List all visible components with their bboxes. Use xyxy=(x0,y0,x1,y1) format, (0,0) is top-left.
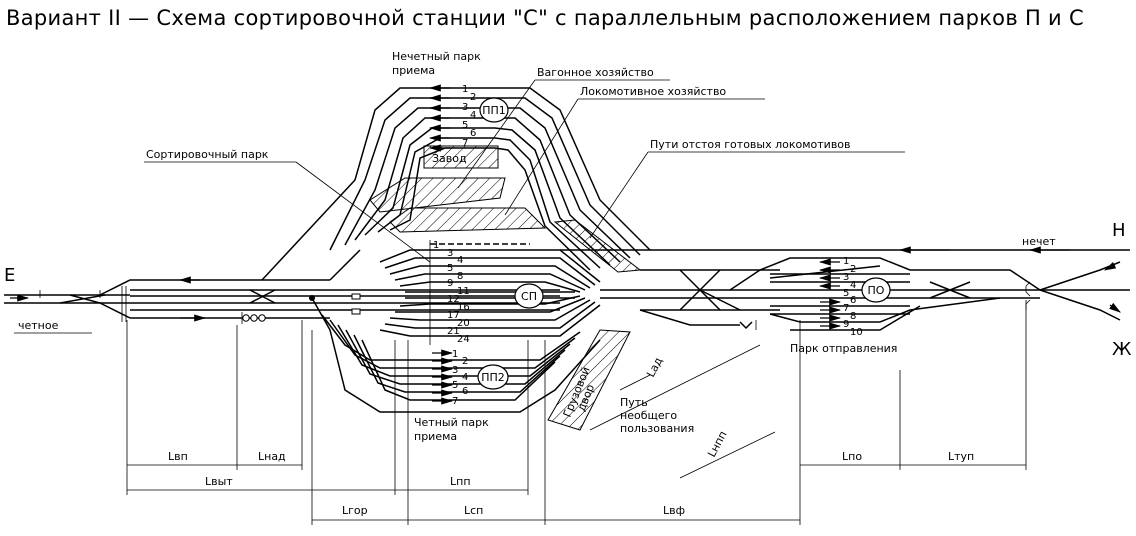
track-number-po-3: 3 xyxy=(843,272,849,283)
main-lines-left xyxy=(4,249,560,324)
point-zh-label: Ж xyxy=(1112,339,1132,360)
loco-facility-label: Локомотивное хозяйство xyxy=(580,85,726,98)
dim-lpo: Lпо xyxy=(842,450,862,463)
track-number-pp1-3: 3 xyxy=(462,102,468,113)
wagon-facility-area xyxy=(369,177,506,213)
facilities xyxy=(369,145,642,431)
dim-lvp: Lвп xyxy=(168,450,188,463)
nonpublic-track-label-2: необщего xyxy=(620,409,677,422)
track-number-pp1-7: 7 xyxy=(462,138,468,149)
track-number-pp2-1: 1 xyxy=(452,349,458,360)
even-direction-label: четное xyxy=(18,319,59,332)
labels: Нечетный парк приема Вагонное хозяйство … xyxy=(4,50,1132,443)
pp2-label: ПП2 xyxy=(481,371,505,384)
po-label: ПО xyxy=(868,284,885,297)
sp-label: СП xyxy=(521,290,537,303)
track-number-sp-3: 3 xyxy=(447,248,453,259)
even-receiving-park-tracks xyxy=(311,297,601,413)
track-number-pp1-6: 6 xyxy=(470,128,476,139)
dim-lad: Lад xyxy=(644,355,665,380)
departure-park-label: Парк отправления xyxy=(790,342,897,355)
ready-loco-label: Пути отстоя готовых локомотивов xyxy=(650,138,851,151)
pp1-marker xyxy=(479,97,509,123)
track-number-sp-20: 20 xyxy=(457,318,470,329)
track-number-po-10: 10 xyxy=(850,327,863,338)
wagon-facility-label: Вагонное хозяйство xyxy=(537,66,654,79)
park-markers: ПП1 СП ПП2 ПО xyxy=(477,97,891,390)
factory-label: Завод xyxy=(432,152,467,165)
track-number-sp-4: 4 xyxy=(457,255,463,266)
track-number-sp-8: 8 xyxy=(457,271,463,282)
dim-lnad: Lнад xyxy=(258,450,286,463)
point-n-label: Н xyxy=(1112,220,1126,241)
dim-lsp: Lсп xyxy=(464,504,483,517)
factory-area xyxy=(423,145,499,169)
even-receiving-park-label-2: приема xyxy=(414,430,457,443)
sorting-park-tracks xyxy=(351,240,601,345)
track-number-pp2-4: 4 xyxy=(462,372,468,383)
track-number-pp1-5: 5 xyxy=(462,120,468,131)
odd-direction-label: нечет xyxy=(1022,235,1056,248)
track-number-po-1: 1 xyxy=(843,256,849,267)
track-number-sp-21: 21 xyxy=(447,326,460,337)
track-number-pp2-3: 3 xyxy=(452,365,458,376)
dim-ltup: Lтуп xyxy=(948,450,974,463)
track-number-po-9: 9 xyxy=(843,319,849,330)
nonpublic-track-label-1: Путь xyxy=(620,396,648,409)
track-number-pp1-2: 2 xyxy=(470,92,476,103)
track-number-sp-12: 12 xyxy=(447,294,460,305)
pp2-marker xyxy=(477,364,509,390)
dim-lvf: Lвф xyxy=(663,504,685,517)
track-numbers: 1234567134589111216172021241234567123456… xyxy=(433,84,863,407)
diagram-title: Вариант II — Схема сортировочной станции… xyxy=(6,6,1084,30)
track-number-sp-9: 9 xyxy=(447,278,453,289)
track-number-po-4: 4 xyxy=(850,280,856,291)
sp-marker xyxy=(514,283,544,309)
nonpublic-track-label-3: пользования xyxy=(620,422,694,435)
dim-lpp: Lпп xyxy=(450,475,471,488)
loco-facility-area xyxy=(389,207,547,233)
track-number-po-7: 7 xyxy=(843,303,849,314)
point-e-label: Е xyxy=(4,265,15,286)
track-number-pp2-2: 2 xyxy=(462,356,468,367)
dim-lnpp: Lнпп xyxy=(705,429,729,460)
odd-receiving-park-label-2: приема xyxy=(392,64,435,77)
pp1-label: ПП1 xyxy=(482,104,506,117)
track-number-sp-5: 5 xyxy=(447,263,453,274)
track-number-po-6: 6 xyxy=(850,295,856,306)
track-number-pp1-4: 4 xyxy=(470,110,476,121)
track-number-sp-11: 11 xyxy=(457,286,470,297)
even-receiving-park-label-1: Четный парк xyxy=(414,416,489,429)
track-number-sp-1: 1 xyxy=(433,240,439,251)
track-number-sp-16: 16 xyxy=(457,302,470,313)
dim-lgor: Lгор xyxy=(342,504,368,517)
odd-receiving-park-label-1: Нечетный парк xyxy=(392,50,481,63)
track-number-pp2-5: 5 xyxy=(452,380,458,391)
track-number-pp2-6: 6 xyxy=(462,386,468,397)
track-number-po-8: 8 xyxy=(850,311,856,322)
track-number-sp-17: 17 xyxy=(447,310,460,321)
sorting-park-label: Сортировочный парк xyxy=(146,148,269,161)
track-number-sp-24: 24 xyxy=(457,334,470,345)
track-number-po-5: 5 xyxy=(843,288,849,299)
track-number-po-2: 2 xyxy=(850,264,856,275)
dim-lvyt: Lвыт xyxy=(205,475,233,488)
track-number-pp2-7: 7 xyxy=(452,396,458,407)
track-number-pp1-1: 1 xyxy=(462,84,468,95)
po-marker xyxy=(861,277,891,303)
